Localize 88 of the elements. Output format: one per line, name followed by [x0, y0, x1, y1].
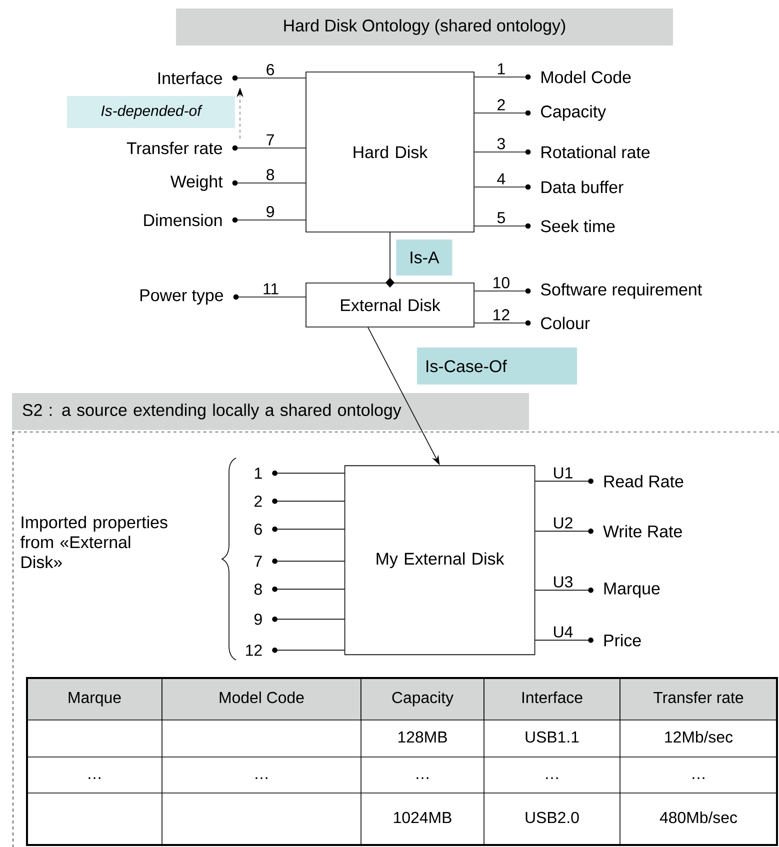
connector — [474, 320, 531, 326]
edge-label: U4 — [551, 624, 575, 639]
property-label: Capacity — [541, 105, 606, 121]
connector — [272, 470, 345, 476]
connector — [474, 149, 531, 155]
property-label: Data buffer — [542, 180, 624, 194]
connector — [233, 294, 306, 300]
edge-label: 12 — [490, 308, 512, 322]
edge-label: U1 — [551, 466, 575, 480]
edge-label: U3 — [551, 574, 575, 589]
edge-label: 8 — [264, 168, 276, 182]
property-label: Transfer rate — [126, 142, 222, 154]
property-number: 8 — [254, 584, 262, 595]
table-cell: … — [692, 777, 704, 779]
connector — [232, 217, 306, 223]
connector — [474, 288, 531, 294]
table-cell: 1024MB — [394, 812, 452, 824]
header-cell: Capacity — [360, 678, 484, 720]
property-label: Colour — [541, 316, 590, 330]
connector — [272, 647, 345, 653]
relation-label: Is-depended-of — [67, 96, 235, 128]
property-label: Dimension — [144, 214, 222, 226]
header-cell: Model Code — [162, 678, 362, 720]
edge-label: 7 — [264, 132, 276, 147]
connector — [232, 180, 306, 186]
property-number: 9 — [254, 614, 262, 625]
edge-label: 5 — [495, 210, 508, 225]
property-number: 7 — [254, 556, 262, 567]
property-label: Interface — [158, 72, 222, 84]
table-cell: 480Mb/sec — [660, 811, 738, 824]
connector — [534, 587, 594, 593]
property-label: Read Rate — [604, 475, 684, 488]
connector — [232, 145, 306, 151]
property-label: Model Code — [542, 70, 631, 84]
table-cell: USB2.0 — [526, 812, 579, 824]
property-label: Seek time — [540, 220, 615, 232]
table-cell: … — [416, 777, 428, 779]
connector — [272, 498, 345, 504]
property-number: 1 — [254, 468, 262, 479]
connector — [474, 223, 531, 229]
connector — [272, 616, 345, 622]
edge-label: 2 — [495, 98, 508, 112]
connector — [534, 637, 594, 643]
table-cell: … — [256, 777, 268, 779]
relation-label: Is-Case-Of — [417, 348, 577, 384]
edge-label: 4 — [495, 172, 508, 186]
property-number: 6 — [254, 524, 262, 535]
edge-label: U2 — [551, 516, 575, 530]
edge-label: 9 — [264, 204, 276, 219]
header-cell: Marque — [26, 678, 162, 720]
property-label: Power type — [140, 289, 224, 305]
table-cell: … — [88, 777, 100, 779]
connector — [534, 528, 594, 534]
property-label: Price — [604, 634, 641, 646]
connector — [534, 478, 594, 484]
connector — [474, 184, 531, 190]
title-band: Hard Disk Ontology (shared ontology) — [176, 8, 673, 46]
class-box: External Disk — [306, 282, 474, 328]
table-cell: USB1.1 — [526, 731, 579, 743]
class-box: Hard Disk — [306, 72, 474, 232]
connector — [474, 74, 531, 80]
header-cell: Interface — [484, 678, 620, 720]
property-label: Marque — [604, 582, 660, 598]
property-label: Rotational rate — [542, 146, 650, 158]
connector — [272, 558, 345, 564]
property-label: Software requirement — [540, 283, 702, 299]
table-cell: 12Mb/sec — [665, 730, 733, 743]
property-number: 2 — [254, 496, 262, 507]
dashed-arrow — [236, 88, 244, 139]
connector — [272, 526, 345, 532]
class-box: My External Disk — [344, 465, 536, 656]
edge-label: 3 — [495, 136, 508, 151]
edge-label: 11 — [261, 282, 281, 296]
connector — [474, 110, 531, 116]
connector — [386, 232, 394, 288]
table-cell: 128MB — [398, 731, 447, 743]
property-label: Write Rate — [603, 525, 682, 538]
edge-label: 10 — [490, 276, 512, 290]
header-cell: Transfer rate — [620, 678, 778, 720]
connector — [232, 75, 306, 81]
edge-label: 1 — [495, 62, 508, 76]
relation-label: Is-A — [396, 240, 452, 276]
connector — [272, 586, 345, 592]
property-label: Weight — [170, 175, 223, 191]
table-cell: … — [546, 777, 558, 779]
note-text: Imported properties from «External Disk» — [20, 516, 168, 568]
edge-label: 6 — [264, 62, 276, 77]
property-number: 12 — [246, 644, 262, 656]
